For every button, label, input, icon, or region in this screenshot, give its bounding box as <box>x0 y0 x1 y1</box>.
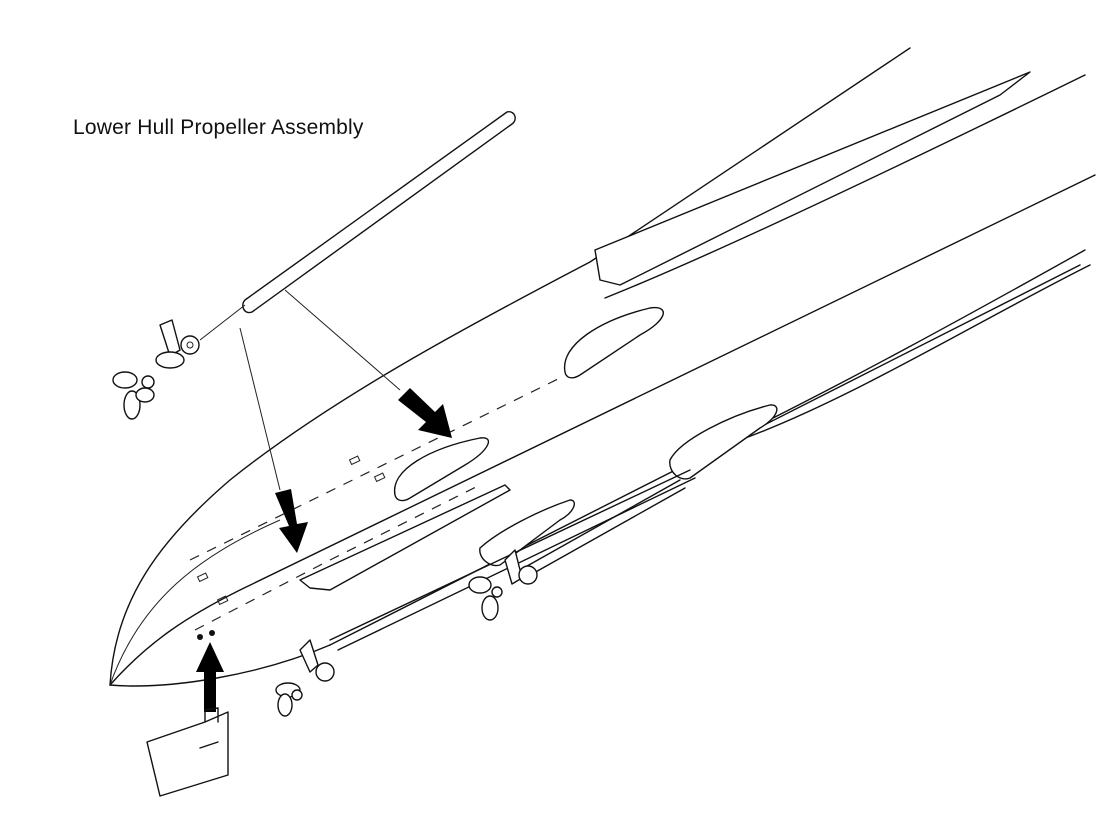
upper-fin-inner <box>604 74 1086 299</box>
centerline-dashed <box>189 377 561 561</box>
shaft-lower-2 <box>519 479 686 579</box>
detached-shaft <box>242 111 516 314</box>
hull-upper-edge <box>109 47 911 686</box>
pod-upper <box>563 306 664 379</box>
diagram-title: Lower Hull Propeller Assembly <box>73 116 364 139</box>
lower-dashed <box>194 484 481 631</box>
keel-plate <box>299 484 511 591</box>
pod-lower <box>479 499 575 567</box>
lower-fin <box>739 264 1091 441</box>
propeller-lower-right <box>468 549 538 621</box>
propeller-lower-left <box>275 639 335 717</box>
leader-line-1 <box>284 289 401 391</box>
hull-keel-line <box>109 174 1096 686</box>
hull-centerline <box>109 519 281 686</box>
pod-middle <box>393 437 490 502</box>
pod-right <box>669 404 778 480</box>
shaft-connector <box>199 304 246 341</box>
detached-fairing <box>146 711 229 797</box>
detached-propeller <box>112 371 155 420</box>
detached-propeller-unit <box>155 319 200 369</box>
upper-fin <box>594 71 1031 286</box>
lower-fin-2 <box>744 249 1086 433</box>
fairing-bracket <box>199 707 219 749</box>
arrow-to-upper-pod <box>398 388 452 438</box>
arrow-to-keel <box>275 489 308 553</box>
hull-vents <box>196 455 386 640</box>
leader-line-2 <box>239 327 281 491</box>
arrow-up-to-hull <box>196 642 224 712</box>
